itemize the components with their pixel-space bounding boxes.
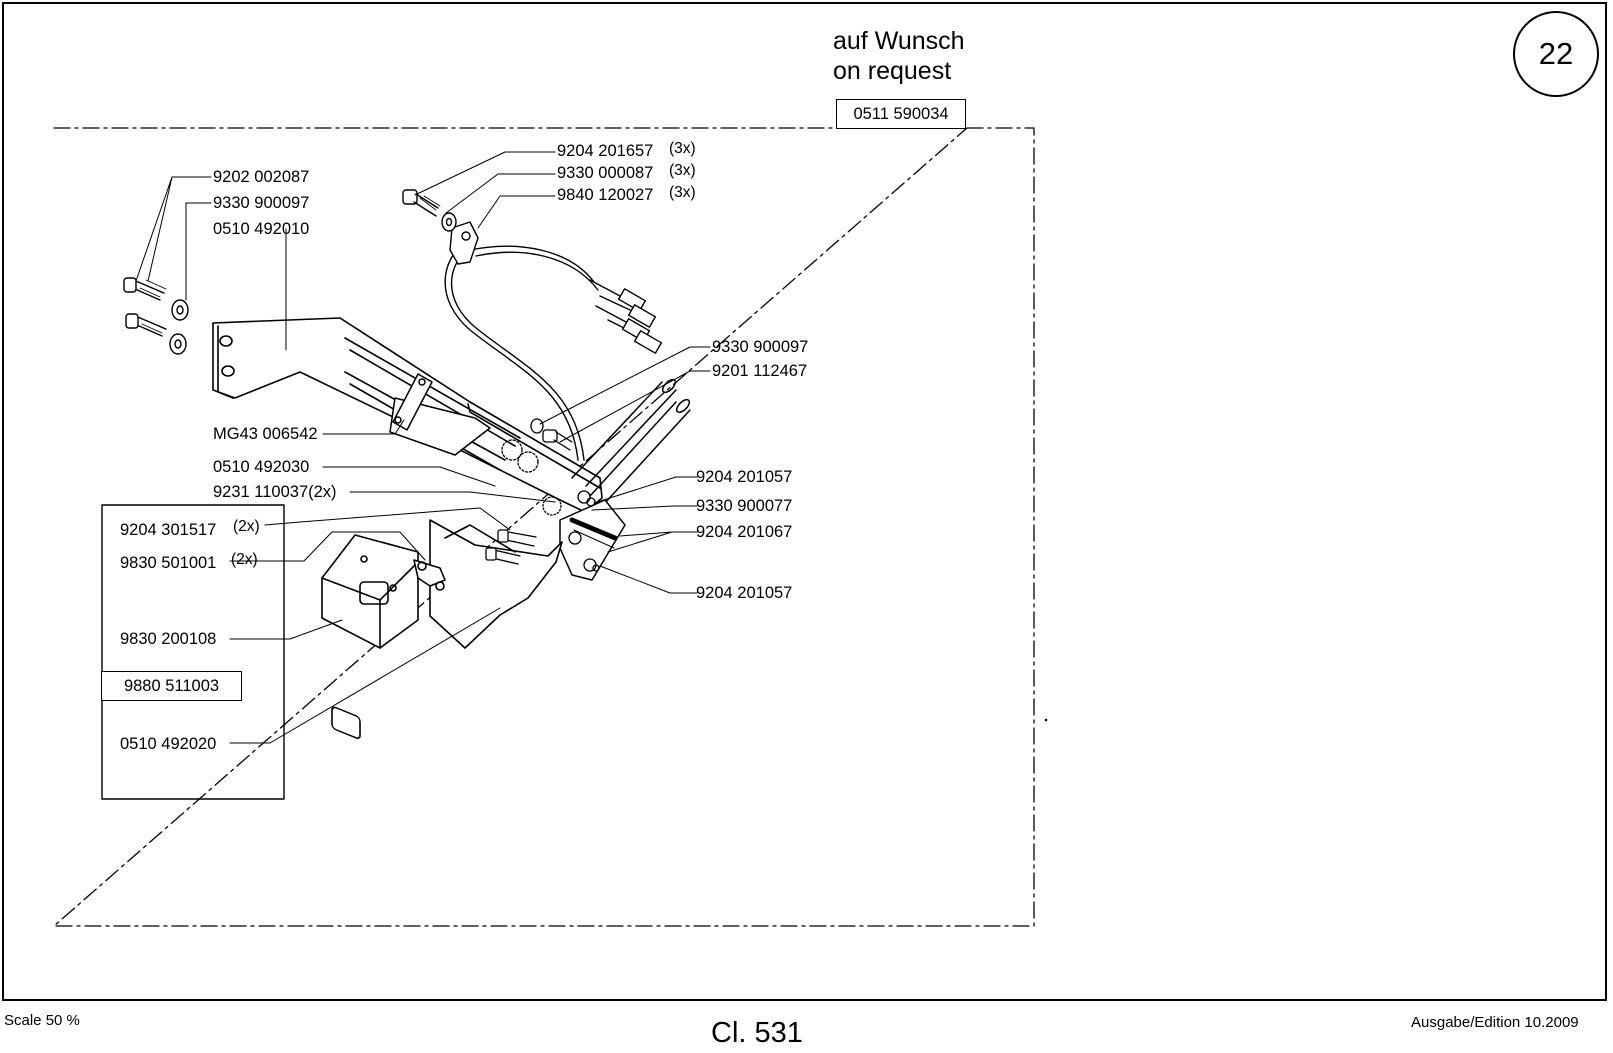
sub-label-switch-box: 9830 200108 xyxy=(120,630,217,648)
option-kit-boundary xyxy=(53,127,1035,927)
part-label-screw-c: 9204 201057 xyxy=(696,584,793,602)
page-number-badge: 22 xyxy=(1513,11,1599,97)
part-label-screw-b: 9204 201067 xyxy=(696,523,793,541)
edition-note: Ausgabe/Edition 10.2009 xyxy=(1411,1014,1579,1031)
part-label-bracket: 0510 492010 xyxy=(213,220,310,238)
sub-assembly-number: 9880 511003 xyxy=(101,671,242,701)
subassembly-box xyxy=(101,504,285,800)
part-label-hex-screw: 9201 112467 xyxy=(712,362,808,380)
part-label-plate: 0510 492030 xyxy=(213,458,310,476)
leader-lines xyxy=(135,151,711,744)
part-label-pin: 9231 110037(2x) xyxy=(213,483,337,501)
page-number: 22 xyxy=(1538,36,1574,71)
part-label-top-screw: 9204 201657 xyxy=(557,142,654,160)
lower-holder xyxy=(429,519,563,649)
sub-qty-bracket: (2x) xyxy=(231,551,258,568)
sheet-frame xyxy=(2,2,1607,1001)
guide-rods xyxy=(571,378,691,505)
cap-screws-left xyxy=(123,277,189,355)
kit-part-number: 0511 590034 xyxy=(836,99,966,129)
part-label-top-washer: 9330 000087 xyxy=(557,164,654,182)
part-label-screw-a: 9204 201057 xyxy=(696,468,793,486)
dot-mark xyxy=(1044,718,1048,722)
sub-label-holder: 0510 492020 xyxy=(120,735,217,753)
qty-top-washer: (3x) xyxy=(669,162,696,179)
qty-top-screw: (3x) xyxy=(669,140,696,157)
clamp-bracket xyxy=(389,373,491,456)
sub-label-bracket: 9830 501001 xyxy=(120,554,217,572)
part-label-cable-lug: 9840 120027 xyxy=(557,186,654,204)
part-label-washer-b: 9330 900077 xyxy=(696,497,793,515)
scale-note: Scale 50 % xyxy=(4,1012,80,1029)
part-label-cap-screw: 9202 002087 xyxy=(213,168,310,186)
part-label-washer-right: 9330 900097 xyxy=(712,338,809,356)
qty-cable-lug: (3x) xyxy=(669,184,696,201)
sub-qty-screw: (2x) xyxy=(233,518,260,535)
screws-middle xyxy=(485,418,618,572)
sub-label-screw: 9204 301517 xyxy=(120,521,217,539)
screw-top xyxy=(402,189,457,232)
optional-note-english: on request xyxy=(833,57,952,85)
machine-model: Cl. 531 xyxy=(711,1017,803,1049)
part-label-washer-left: 9330 900097 xyxy=(213,194,310,212)
switch-box xyxy=(321,534,446,740)
optional-note-german: auf Wunsch xyxy=(833,27,965,55)
part-label-clamp: MG43 006542 xyxy=(213,425,318,443)
